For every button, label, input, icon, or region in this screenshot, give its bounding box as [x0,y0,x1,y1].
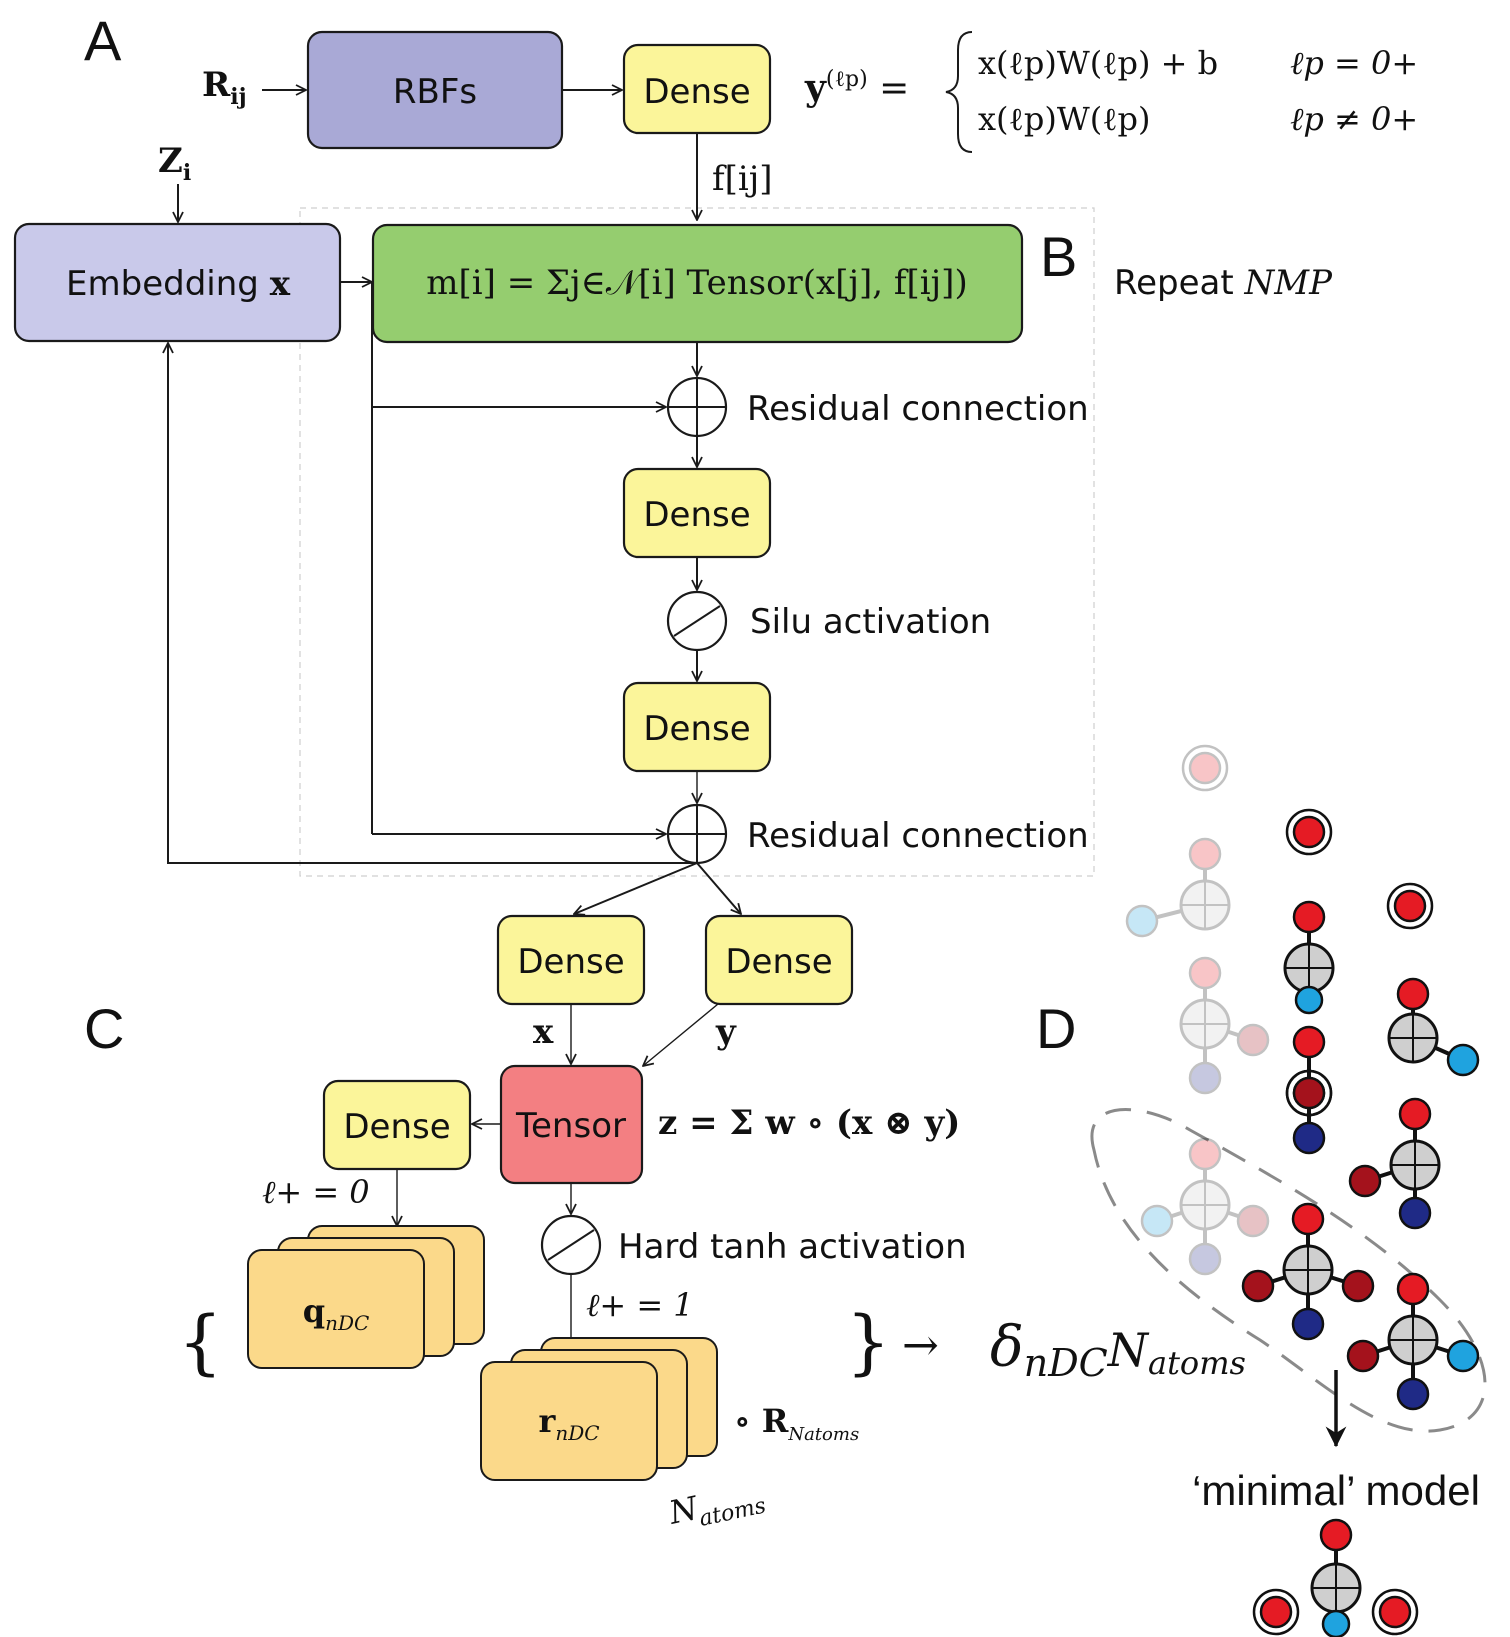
residual-add-1 [666,376,728,438]
molecule-6 [1346,1272,1480,1411]
molecule-4 [1348,1097,1441,1230]
r-label: rnDC [538,1402,599,1445]
brace-open: { [178,1301,223,1383]
var-x-label: x [533,1012,554,1052]
rbf-label: RBFs [393,72,477,112]
dense-label-b1: Dense [643,495,750,535]
residual-add-2 [666,803,728,865]
hardtanh-activation-node [540,1214,602,1276]
delta-label: δnDCNatoms [990,1315,1246,1385]
panel-label-d: D [1036,997,1076,1060]
minimal-ion-right [1371,1588,1419,1636]
molecule-illustrations [1125,744,1480,1637]
feedback-loop-arrow [168,343,697,864]
var-y-label: y [715,1012,737,1052]
faded-molecule-2 [1179,956,1270,1095]
q-label: qnDC [303,1292,370,1335]
equation-brace [945,31,973,153]
hadamard-r-label: ∘ RNatoms [734,1402,859,1445]
minimal-ion-left [1252,1588,1300,1636]
ion-2 [1386,882,1434,930]
molecule-5 [1241,1202,1375,1341]
dense-label-q: Dense [343,1107,450,1147]
equation-row1-cond: ℓp = 0+ [1290,44,1418,82]
l-zero-label: ℓ+ = 0 [262,1173,370,1211]
minimal-model-label: ‘minimal’ model [1192,1467,1480,1514]
tensor-label: Tensor [515,1106,626,1146]
silu-activation-node [666,590,728,652]
repeat-label: Repeat NMP [1114,263,1333,303]
equation-row2-cond: ℓp ≠ 0+ [1290,100,1418,138]
equation-lhs: y(ℓp) = [804,67,909,109]
dense-label-y: Dense [725,942,832,982]
embedding-label: Embedding x [66,264,291,304]
molecule-2-atoms [1292,1025,1326,1155]
message-equation: m[i] = Σj∈𝒩[i] Tensor(x[j], f[ij]) [426,263,967,303]
molecule-3 [1387,977,1480,1077]
dense-box-y [704,914,854,1006]
faded-ion [1181,744,1229,792]
panel-label-a: A [84,9,122,72]
q-stack [247,1225,485,1369]
residual-label-1: Residual connection [747,389,1089,429]
dense-label-x: Dense [517,942,624,982]
input-z-label: Zi [158,141,191,186]
residual-label-2: Residual connection [747,816,1089,856]
minimal-blue-atom [1321,1609,1351,1637]
l-one-label: ℓ+ = 1 [586,1286,694,1324]
faded-molecule-1 [1125,837,1231,938]
dense-equation: y(ℓp) = x(ℓp)W(ℓp) + b ℓp = 0+ x(ℓp)W(ℓp… [804,31,1418,153]
brace-close: } [846,1301,891,1383]
tensor-equation: z = Σ w ∘ (x ⊗ y) [658,1103,960,1143]
selection-ellipse [1090,1108,1487,1433]
arrow-to-dense-x [574,862,698,914]
dense-label-a: Dense [643,72,750,112]
ion-3b [1285,1069,1333,1117]
ion-1 [1285,808,1333,856]
arrow-y-to-tensor [643,1003,719,1066]
panel-label-c: C [84,997,124,1060]
equation-row1: x(ℓp)W(ℓp) + b [978,44,1218,82]
silu-label: Silu activation [750,602,991,642]
faded-molecule-3 [1140,1137,1270,1276]
input-r-label: Rij [202,65,247,110]
equation-row2: x(ℓp)W(ℓp) [978,100,1151,138]
panel-label-b: B [1040,225,1077,288]
result-arrow: → [902,1320,939,1371]
hardtanh-label: Hard tanh activation [618,1227,967,1267]
dense-label-b2: Dense [643,709,750,749]
molecule-1 [1283,900,1335,1015]
r-stack [480,1337,718,1481]
arrow-to-dense-y [696,862,741,914]
minimal-molecule [1310,1518,1362,1614]
f-ij-label: f[ij] [712,159,773,199]
n-atoms-label: Natoms [665,1475,768,1538]
